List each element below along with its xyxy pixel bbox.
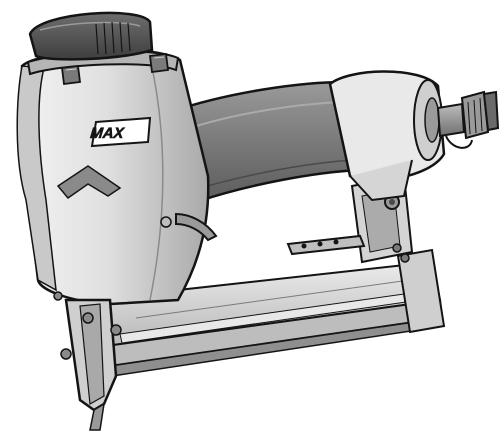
magazine bbox=[86, 248, 446, 377]
rear-housing bbox=[328, 70, 446, 202]
nose-screw-icon bbox=[110, 324, 122, 336]
head-bolt-icon bbox=[60, 64, 82, 86]
air-inlet-fitting-icon bbox=[436, 90, 499, 149]
handle-grip bbox=[168, 80, 362, 204]
tool-body bbox=[16, 48, 210, 306]
nose-screw-icon bbox=[60, 348, 72, 360]
brand-logo-text: MAX bbox=[89, 125, 125, 142]
cap-ribs bbox=[95, 21, 131, 55]
body-screw-icon bbox=[53, 291, 63, 301]
bracket-screw-icon bbox=[392, 243, 402, 253]
nose-screw-icon bbox=[82, 312, 94, 324]
trigger-icon bbox=[160, 212, 218, 242]
top-cap bbox=[28, 11, 154, 61]
brand-logo: MAX bbox=[89, 116, 152, 148]
end-screw-icon bbox=[400, 253, 410, 263]
depth-stop bbox=[286, 234, 366, 256]
head-bolt-icon bbox=[148, 52, 170, 74]
nose-piece bbox=[60, 298, 122, 431]
